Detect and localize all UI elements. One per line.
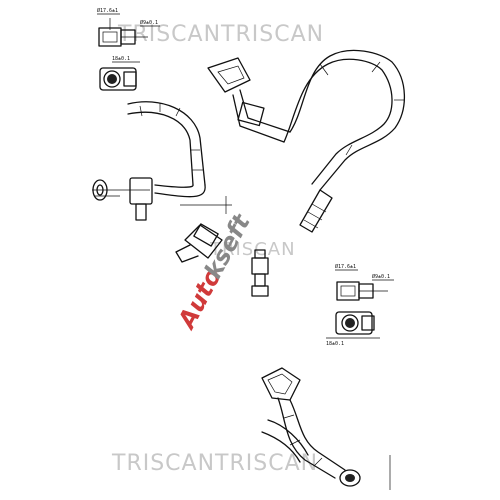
watermark-bottom: TRISCANTRISCAN <box>111 451 318 476</box>
dim-top-c: 18±0.1 <box>112 56 130 62</box>
dim-mid-a: Ø17.6±1 <box>335 263 356 270</box>
dim-top-b: Ø9±0.1 <box>140 19 158 26</box>
hose-left <box>92 101 232 221</box>
fitting-center <box>175 223 269 297</box>
hose-bottom <box>261 367 391 490</box>
watermark-mid: TRISCAN <box>209 239 296 260</box>
hose-main <box>207 49 406 233</box>
dim-mid-b: Ø9±0.1 <box>372 273 390 280</box>
dim-top-a: Ø17.6±1 <box>97 7 118 14</box>
detail-fitting-top: Ø17.6±1 Ø9±0.1 18±0.1 <box>97 7 160 91</box>
dim-mid-c: 18±0.1 <box>326 341 344 347</box>
autokseft-logo: Auto kseft <box>172 208 257 334</box>
detail-fitting-mid: Ø17.6±1 Ø9±0.1 18±0.1 <box>326 263 394 347</box>
